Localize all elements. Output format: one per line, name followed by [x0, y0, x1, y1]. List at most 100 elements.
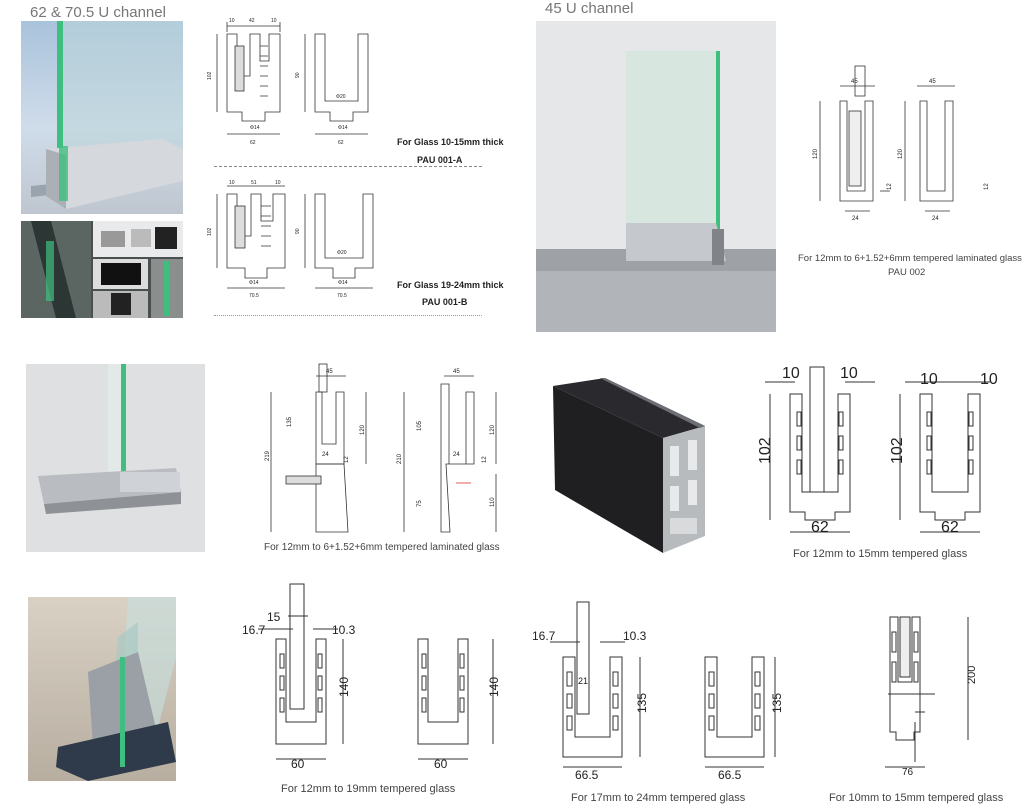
pau001b-dim-d14: Φ14 [249, 280, 259, 286]
mid45-dim-135: 135 [287, 416, 293, 427]
ch62-dim-10a: 10 [782, 365, 800, 382]
ch60-dim-60a: 60 [291, 757, 305, 771]
pau001b-dim-d20: Φ20 [337, 250, 347, 256]
ch60-dim-140b: 140 [487, 677, 501, 697]
ch60-dim-15: 15 [267, 610, 281, 624]
side-mount-render [38, 364, 181, 514]
pau001a-dim-102: 102 [207, 71, 213, 80]
mid45-dim-24b: 24 [453, 452, 460, 458]
pau001b-dim-90: 90 [295, 228, 301, 234]
pau001a-dim-10b: 10 [271, 18, 277, 24]
side-mount-photo [26, 364, 205, 552]
pau001a-dim-10a: 10 [229, 18, 235, 24]
mid45-dim-110: 110 [490, 497, 496, 507]
pau001b-dim-705a: 70.5 [249, 293, 259, 299]
mid45-dim-12a: 12 [344, 456, 350, 463]
pau001b-dim-d14b: Φ14 [338, 280, 348, 286]
ch62-dim-10d: 10 [980, 371, 998, 388]
pau002-dim-120b: 120 [898, 148, 904, 159]
ch665-dim-103: 10.3 [623, 629, 647, 643]
ch76-dim-76: 76 [902, 767, 914, 778]
ch665-dim-135b: 135 [770, 693, 784, 713]
ch76-dim-200: 200 [966, 666, 978, 684]
mid45-dim-120b: 120 [490, 424, 496, 435]
pau001b-dim-705b: 70.5 [337, 293, 347, 299]
pau002-dim-12b: 12 [984, 183, 990, 190]
collage-render [21, 221, 183, 318]
mid45-dim-12b: 12 [482, 456, 488, 463]
ch60-dim-103: 10.3 [332, 623, 356, 637]
mid45-dim-105: 105 [417, 420, 423, 431]
ch62-dim-62b: 62 [941, 519, 959, 536]
pau001a-dim-42: 42 [249, 18, 255, 24]
pau001a-code: PAU 001-A [417, 155, 463, 165]
ch60-caption: For 12mm to 19mm tempered glass [281, 783, 456, 795]
pau001b-dim-51: 51 [251, 180, 257, 186]
glass-railing-photo-45 [536, 21, 776, 332]
pau001b-drawing: 10 51 10 102 Φ14 70.5 90 Φ20 Φ14 70.5 [207, 180, 374, 299]
pau001b-dim-10a: 10 [229, 180, 235, 186]
mid45-drawing: 45 219 135 120 12 24 45 210 105 75 120 1… [265, 363, 497, 533]
black-channel-photo [553, 378, 705, 553]
ch665-dim-665a: 66.5 [575, 768, 599, 782]
mid45-dim-219: 219 [265, 450, 271, 461]
pau001b-dim-102: 102 [207, 227, 213, 236]
ch62-dim-102a: 102 [757, 437, 774, 464]
ch665-dim-21: 21 [578, 676, 588, 686]
pau002-drawing: 45 120 12 24 45 120 12 24 [813, 65, 990, 222]
pau002-code: PAU 002 [888, 267, 926, 278]
mid45-dim-75: 75 [417, 500, 423, 507]
pau001a-caption: For Glass 10-15mm thick [397, 137, 504, 147]
pau002-dim-120a: 120 [813, 148, 819, 159]
glass-railing-photo-62 [21, 21, 183, 214]
ch62-dim-10c: 10 [920, 371, 938, 388]
divider-a [214, 166, 482, 167]
ch665-dim-665b: 66.5 [718, 768, 742, 782]
mid45-dim-45a: 45 [326, 369, 333, 375]
ch76-caption: For 10mm to 15mm tempered glass [829, 792, 1004, 804]
pau001a-dim-62a: 62 [250, 140, 256, 146]
pau001a-dim-62b: 62 [338, 140, 344, 146]
ch60-dim-167: 16.7 [242, 623, 266, 637]
floor-mount-render [56, 597, 176, 781]
ch60-drawing: 15 16.7 10.3 140 60 140 60 [242, 583, 501, 771]
divider-b [214, 315, 482, 316]
floor-mount-photo [28, 597, 176, 781]
ch62-dim-102b: 102 [889, 437, 906, 464]
installation-photo-collage [21, 221, 183, 318]
glass-render-62 [31, 21, 183, 209]
mid45-dim-45b: 45 [453, 369, 460, 375]
ch62-dim-62a: 62 [811, 519, 829, 536]
pau001b-caption: For Glass 19-24mm thick [397, 280, 504, 290]
pau001a-dim-90: 90 [295, 72, 301, 78]
pau002-dim-45a: 45 [851, 79, 858, 85]
ch62-caption: For 12mm to 15mm tempered glass [793, 548, 968, 560]
ch665-dim-167: 16.7 [532, 629, 556, 643]
pau001a-dim-d14b: Φ14 [338, 125, 348, 131]
pau002-dim-45b: 45 [929, 79, 936, 85]
mid45-caption: For 12mm to 6+1.52+6mm tempered laminate… [264, 542, 500, 553]
pau001a-dim-d14: Φ14 [250, 125, 260, 131]
section-title-45: 45 U channel [545, 0, 634, 17]
pau001b-code: PAU 001-B [422, 297, 468, 307]
pau001a-drawing: 10 42 10 102 Φ14 62 90 Φ20 Φ14 62 [207, 18, 369, 146]
pau001a-dim-d20: Φ20 [336, 94, 346, 100]
mid45-dim-120a: 120 [360, 424, 366, 435]
mid45-dim-24a: 24 [322, 452, 329, 458]
section-title-62-70: 62 & 70.5 U channel [30, 4, 166, 21]
ch60-dim-60b: 60 [434, 757, 448, 771]
pau002-caption: For 12mm to 6+1.52+6mm tempered laminate… [798, 253, 1022, 264]
glass-render-45 [536, 51, 776, 332]
ch665-dim-135a: 135 [635, 693, 649, 713]
pau002-dim-12a: 12 [887, 183, 893, 190]
ch665-drawing: 16.7 10.3 21 135 66.5 135 66.5 [532, 601, 784, 782]
ch60-dim-140a: 140 [337, 677, 351, 697]
pau001b-dim-10b: 10 [275, 180, 281, 186]
ch62-dim-10b: 10 [840, 365, 858, 382]
ch76-drawing: 200 76 [885, 616, 978, 778]
ch62-drawing: 10 10 102 62 10 10 102 62 [757, 365, 998, 536]
pau002-dim-24b: 24 [932, 216, 939, 222]
mid45-dim-210: 210 [397, 453, 403, 464]
pau002-dim-24a: 24 [852, 216, 859, 222]
ch665-caption: For 17mm to 24mm tempered glass [571, 792, 746, 804]
